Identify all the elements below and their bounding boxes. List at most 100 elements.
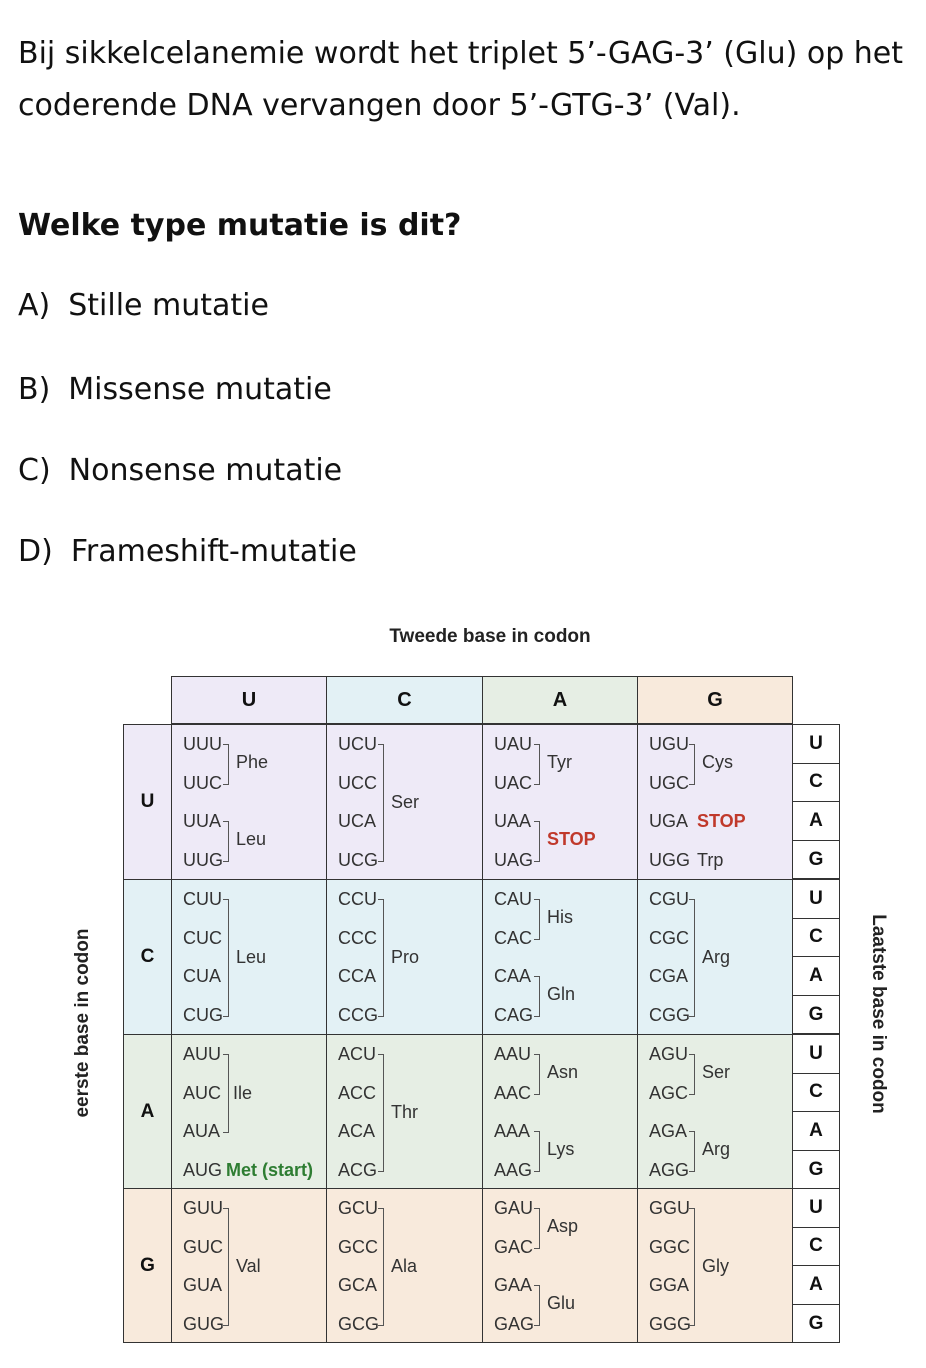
question-text: Bij sikkelcelanemie wordt het triplet 5’… <box>18 36 904 123</box>
codon-ggc: GGC <box>649 1236 691 1257</box>
codon-gca: GCA <box>338 1275 378 1296</box>
option-label: Missense mutatie <box>68 372 332 407</box>
codon-ccg: CCG <box>338 1004 378 1025</box>
third-base-label-u: U <box>792 1034 840 1074</box>
codon-ccc: CCC <box>338 927 377 948</box>
codon-bracket <box>223 821 229 862</box>
codon-ggg: GGG <box>649 1313 692 1334</box>
codon-cuu: CUU <box>183 889 222 909</box>
codon-aug: AUG <box>183 1159 223 1180</box>
codon-agc: AGC <box>649 1082 689 1103</box>
codon-cuc: CUC <box>183 927 222 948</box>
codon-bracket <box>689 744 695 785</box>
codon-cell-gu <box>171 1188 327 1343</box>
answer-option-c[interactable]: C) Nonsense mutatie <box>18 453 342 488</box>
codon-gag: GAG <box>494 1313 535 1334</box>
codon-guc: GUC <box>183 1236 223 1257</box>
first-base-header-c: C <box>123 879 172 1035</box>
second-base-header-g: G <box>637 676 793 724</box>
third-base-label-a: A <box>792 1265 840 1305</box>
codon-auc: AUC <box>183 1082 222 1103</box>
second-base-header-c: C <box>326 676 483 724</box>
codon-agg: AGG <box>649 1159 690 1180</box>
third-base-axis-label: Laatste base in codon <box>868 914 889 1114</box>
answer-option-a[interactable]: A) Stille mutatie <box>18 288 269 323</box>
codon-aua: AUA <box>183 1121 221 1142</box>
codon-cau: CAU <box>494 889 533 909</box>
codon-gcg: GCG <box>338 1313 380 1334</box>
first-base-header-a: A <box>123 1034 172 1189</box>
codon-cac: CAC <box>494 927 533 948</box>
third-base-label-u: U <box>792 1188 840 1228</box>
codon-cell-uu <box>171 724 327 880</box>
option-letter: B) <box>18 372 51 407</box>
codon-aga: AGA <box>649 1121 688 1142</box>
codon-uca: UCA <box>338 811 377 832</box>
codon-ugu: UGU <box>649 734 689 754</box>
codon-bracket <box>689 899 695 1017</box>
codon-gcu: GCU <box>338 1198 378 1218</box>
first-base-header-g: G <box>123 1188 172 1343</box>
amino-acid-label: His <box>547 907 573 927</box>
option-label: Frameshift-mutatie <box>70 534 357 569</box>
codon-cell-gg <box>637 1188 793 1343</box>
codon-uuc: UUC <box>183 772 222 793</box>
codon-cug: CUG <box>183 1004 223 1025</box>
amino-acid-label: Gln <box>547 984 576 1005</box>
amino-acid-label: Glu <box>547 1293 576 1314</box>
codon-gcc: GCC <box>338 1236 378 1257</box>
amino-acid-label: Leu <box>236 829 267 850</box>
amino-acid-label: Trp <box>697 849 724 870</box>
amino-acid-label: Phe <box>236 752 269 772</box>
amino-acid-label: Cys <box>702 752 733 772</box>
codon-bracket <box>223 744 229 785</box>
amino-acid-label: Lys <box>547 1139 575 1160</box>
codon-uuu: UUU <box>183 734 222 754</box>
third-base-label-u: U <box>792 879 840 919</box>
option-letter: D) <box>18 534 53 569</box>
codon-caa: CAA <box>494 966 532 987</box>
codon-bracket <box>378 1208 384 1326</box>
amino-acid-label: Leu <box>236 946 267 967</box>
second-base-header-u: U <box>171 676 327 724</box>
codon-uau: UAU <box>494 734 533 754</box>
codon-bracket <box>534 821 540 862</box>
codon-gua: GUA <box>183 1275 223 1296</box>
codon-gaa: GAA <box>494 1275 533 1296</box>
first-base-axis-label: eerste base in codon <box>72 928 93 1118</box>
codon-cgg: CGG <box>649 1004 691 1025</box>
third-base-label-g: G <box>792 994 840 1035</box>
answer-option-b[interactable]: B) Missense mutatie <box>18 372 332 407</box>
codon-bracket <box>534 744 540 785</box>
codon-uua: UUA <box>183 811 222 832</box>
codon-cell-cc <box>326 879 483 1035</box>
codon-ugg: UGG <box>649 849 691 870</box>
stop-codon-label: STOP <box>547 829 596 850</box>
amino-acid-label: Asn <box>547 1062 579 1082</box>
codon-agu: AGU <box>649 1044 689 1064</box>
codon-cell-ac <box>326 1034 483 1189</box>
codon-bracket <box>378 899 384 1017</box>
codon-ucg: UCG <box>338 849 378 870</box>
third-base-label-a: A <box>792 801 840 841</box>
codon-bracket <box>689 1131 695 1172</box>
third-base-label-g: G <box>792 1303 840 1344</box>
codon-ggu: GGU <box>649 1198 691 1218</box>
codon-uac: UAC <box>494 772 533 793</box>
question-title: Welke type mutatie is dit? <box>18 208 462 243</box>
amino-acid-label: Arg <box>702 1139 731 1160</box>
amino-acid-label: Ile <box>233 1082 253 1103</box>
third-base-label-c: C <box>792 917 840 958</box>
amino-acid-label: Arg <box>702 946 731 967</box>
codon-ugc: UGC <box>649 772 689 793</box>
codon-gug: GUG <box>183 1313 225 1334</box>
amino-acid-label: Pro <box>391 946 420 967</box>
codon-acc: ACC <box>338 1082 377 1103</box>
codon-cell-ga <box>482 1188 638 1343</box>
codon-cga: CGA <box>649 966 689 987</box>
second-base-header-a: A <box>482 676 638 724</box>
option-label: Stille mutatie <box>68 288 269 323</box>
codon-uag: UAG <box>494 849 534 870</box>
answer-option-d[interactable]: D) Frameshift-mutatie <box>18 534 357 569</box>
amino-acid-label: Val <box>236 1255 261 1276</box>
